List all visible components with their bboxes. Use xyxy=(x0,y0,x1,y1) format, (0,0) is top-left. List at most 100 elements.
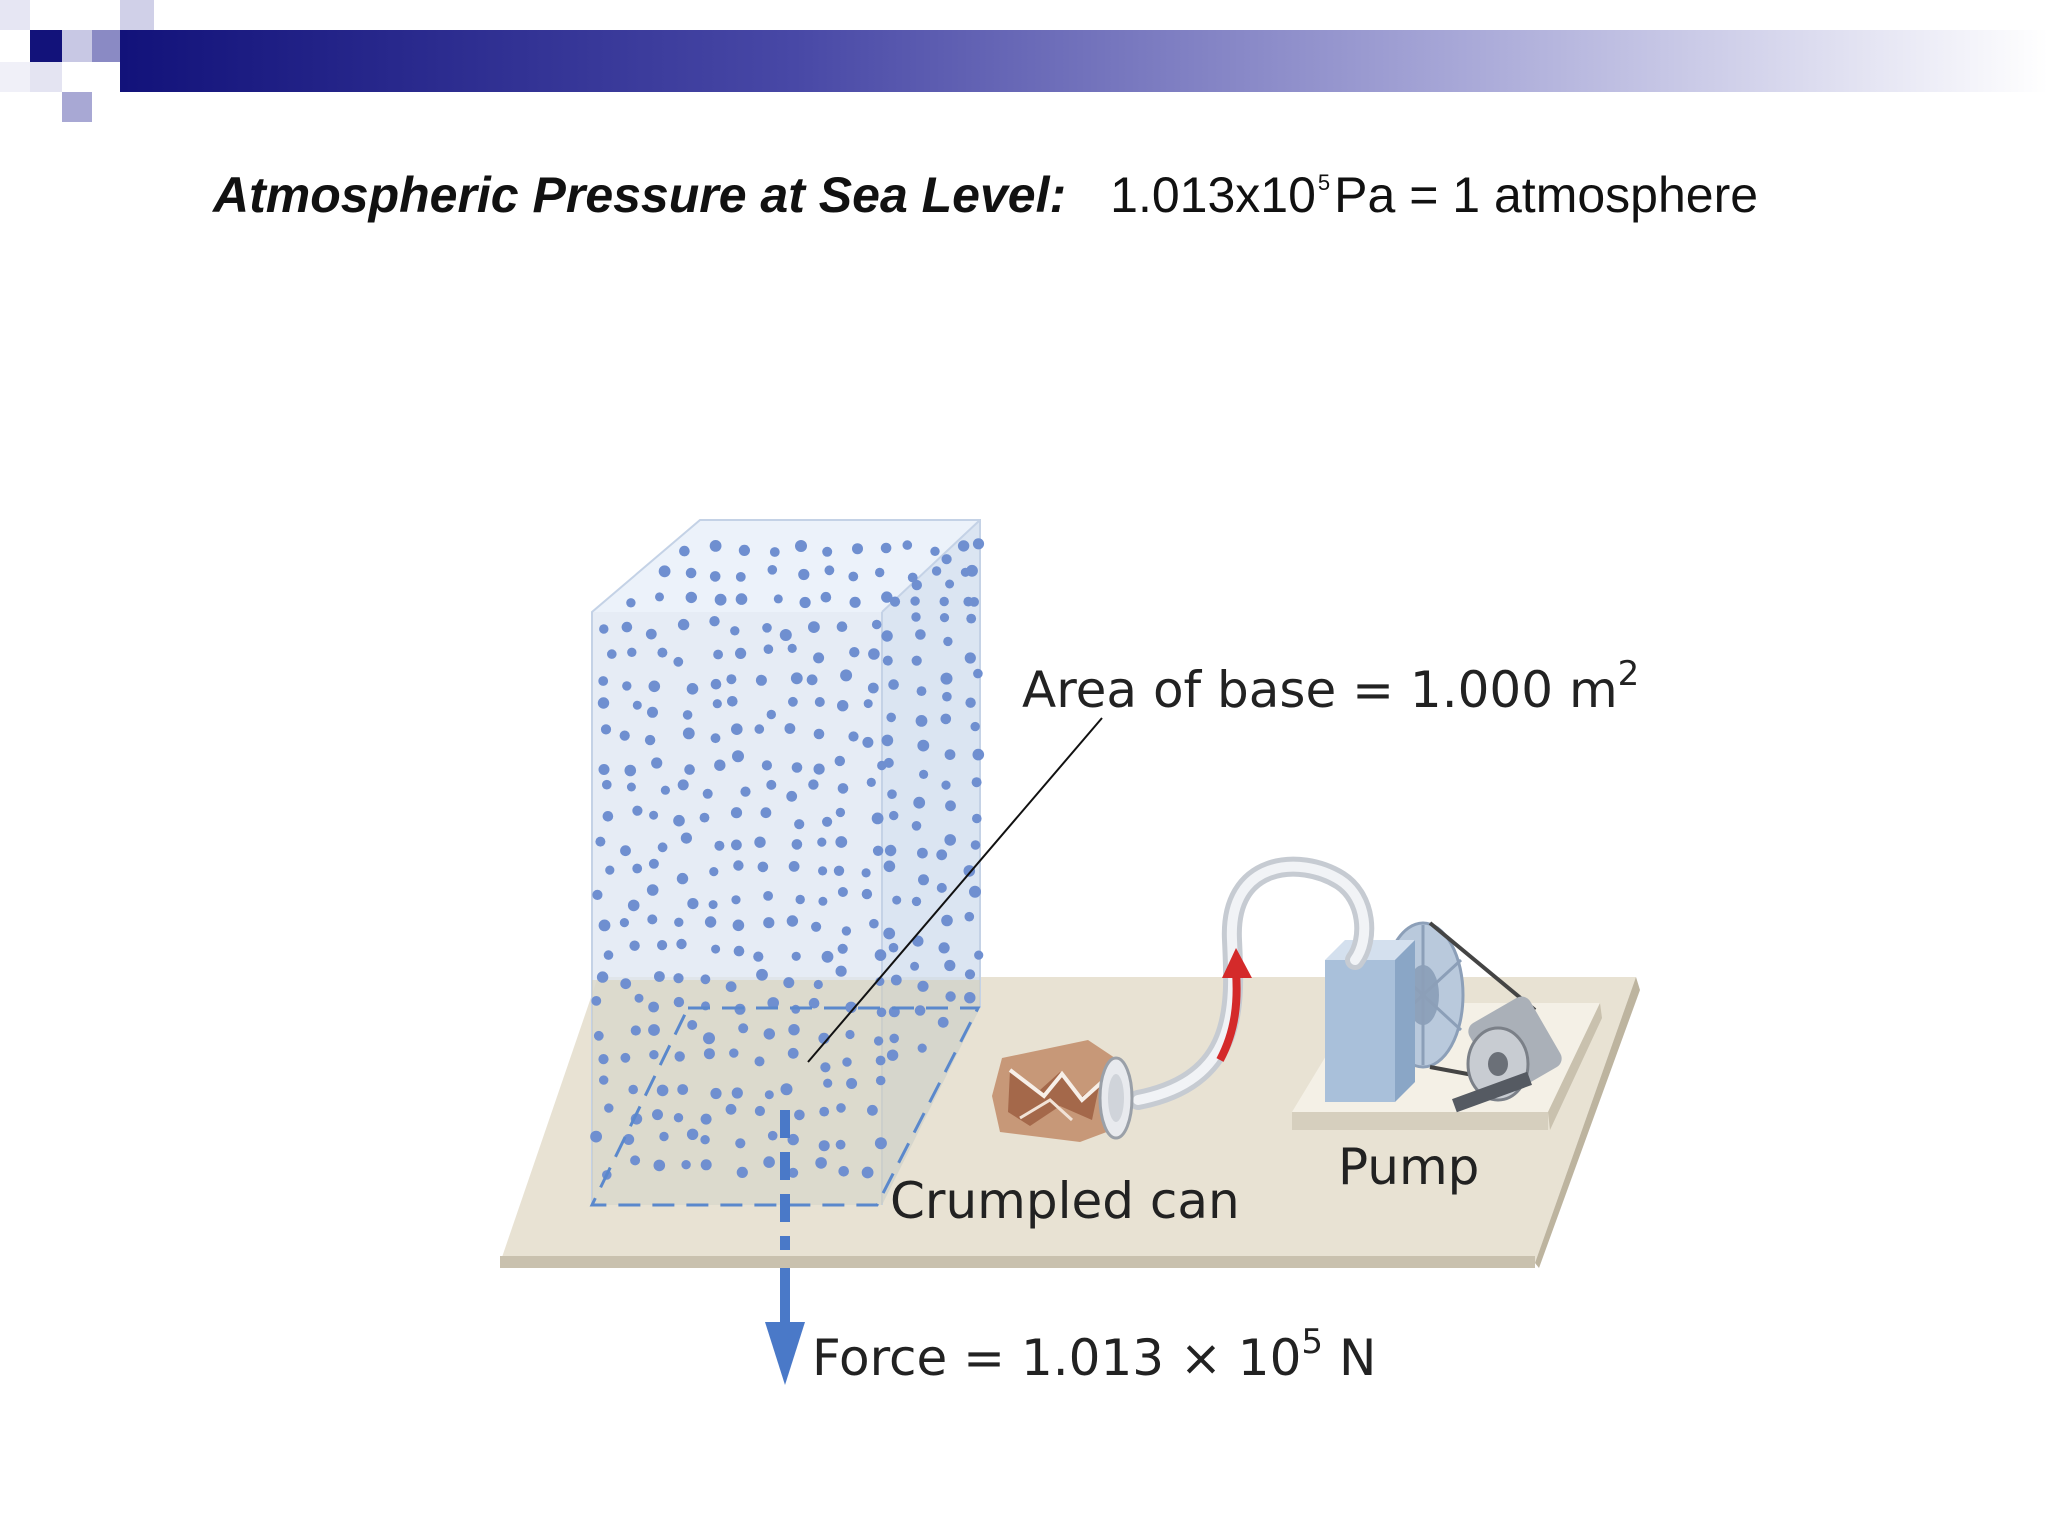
air-molecule-dot xyxy=(938,942,950,954)
air-molecule-dot xyxy=(911,655,922,666)
header-bar xyxy=(120,30,2048,92)
air-molecule-dot xyxy=(795,540,807,552)
air-molecule-dot xyxy=(846,1078,858,1089)
air-molecule-dot xyxy=(680,832,693,844)
air-molecule-dot xyxy=(599,1075,609,1085)
title-label: Atmospheric Pressure at Sea Level: xyxy=(213,167,1067,223)
air-molecule-dot xyxy=(852,543,863,555)
force-label-unit: N xyxy=(1339,1329,1376,1387)
air-molecule-dot xyxy=(645,628,657,640)
air-molecule-dot xyxy=(849,647,860,658)
air-molecule-dot xyxy=(700,1159,712,1171)
air-molecule-dot xyxy=(700,1135,710,1145)
air-molecule-dot xyxy=(838,1166,849,1177)
air-molecule-dot xyxy=(738,544,751,557)
air-molecule-dot xyxy=(791,839,803,850)
air-molecule-dot xyxy=(866,777,876,788)
air-molecule-dot xyxy=(944,834,956,846)
area-label: Area of base = 1.000 m2 xyxy=(1022,654,1639,719)
air-molecule-dot xyxy=(630,1025,641,1036)
air-molecule-dot xyxy=(714,593,727,606)
header-square xyxy=(30,30,62,62)
air-molecule-dot xyxy=(622,681,632,691)
air-molecule-dot xyxy=(964,911,975,922)
air-column-edges xyxy=(591,519,981,1205)
air-molecule-dot xyxy=(757,861,769,873)
air-molecule-dot xyxy=(916,686,927,696)
air-molecule-dot xyxy=(889,1033,899,1044)
air-molecule-dot xyxy=(709,540,722,552)
air-molecule-dot xyxy=(766,709,776,720)
air-molecule-dot xyxy=(712,699,722,709)
air-molecule-dot xyxy=(936,849,948,861)
air-molecule-dot xyxy=(970,840,981,850)
air-molecule-dot xyxy=(679,545,690,557)
air-molecule-dot xyxy=(684,764,695,775)
air-molecule-dot xyxy=(711,944,721,954)
air-molecule-dot xyxy=(773,594,783,604)
air-molecule-dot xyxy=(880,542,892,554)
air-molecule-dot xyxy=(656,1084,669,1097)
air-molecule-dot xyxy=(591,996,602,1006)
air-molecule-dot xyxy=(970,721,980,732)
air-molecule-dot xyxy=(806,674,818,686)
air-molecule-dot xyxy=(699,812,710,823)
air-molecule-dot xyxy=(763,644,774,654)
header-square xyxy=(30,62,62,92)
air-molecule-dot xyxy=(703,1048,715,1060)
air-molecule-dot xyxy=(714,840,725,851)
air-molecule-dot xyxy=(911,821,922,831)
air-molecule-dot xyxy=(911,579,922,591)
air-molecule-dot xyxy=(964,992,976,1004)
air-molecule-dot xyxy=(873,1036,884,1046)
air-molecule-dot xyxy=(731,723,743,735)
header-square xyxy=(62,92,92,122)
air-molecule-dot xyxy=(726,674,737,685)
air-molecule-dot xyxy=(786,790,798,802)
air-molecule-dot xyxy=(730,807,743,819)
air-molecule-dot xyxy=(883,757,894,768)
air-molecules xyxy=(590,538,985,1180)
air-molecule-dot xyxy=(647,706,658,718)
air-molecule-dot xyxy=(787,1047,799,1059)
air-molecule-dot xyxy=(590,1130,602,1143)
air-molecule-dot xyxy=(861,888,873,900)
air-molecule-dot xyxy=(673,1113,684,1123)
air-molecule-dot xyxy=(766,779,777,790)
air-molecule-dot xyxy=(602,779,612,790)
air-molecule-dot xyxy=(619,918,630,928)
air-molecule-dot xyxy=(763,917,775,929)
air-molecule-dot xyxy=(845,1001,857,1013)
air-column-top xyxy=(592,520,980,612)
air-molecule-dot xyxy=(917,847,928,859)
air-molecule-dot xyxy=(861,868,871,878)
air-molecule-dot xyxy=(702,788,713,799)
air-molecule-dot xyxy=(883,860,896,873)
air-molecule-dot xyxy=(881,591,893,603)
air-molecule-dot xyxy=(651,757,663,769)
air-molecule-dot xyxy=(836,621,848,632)
air-molecule-dot xyxy=(754,724,765,734)
force-arrow-head xyxy=(765,1322,805,1385)
area-label-exponent: 2 xyxy=(1618,654,1640,694)
table-side-edge xyxy=(1535,977,1640,1268)
air-molecule-dot xyxy=(969,885,981,898)
air-molecule-dot xyxy=(620,1052,631,1063)
can-label: Crumpled can xyxy=(890,1172,1240,1230)
header-square xyxy=(92,62,120,92)
air-molecule-dot xyxy=(660,785,671,795)
header-square xyxy=(30,0,60,30)
air-molecule-dot xyxy=(791,951,801,961)
air-molecule-dot xyxy=(727,696,738,707)
force-label-exponent: 5 xyxy=(1301,1322,1323,1362)
air-molecule-dot xyxy=(676,872,689,885)
title-value-rest: Pa = 1 atmosphere xyxy=(1334,167,1759,223)
air-molecule-dot xyxy=(700,974,711,985)
header-square xyxy=(62,30,92,62)
air-molecule-dot xyxy=(930,546,940,556)
air-molecule-dot xyxy=(735,593,748,605)
air-molecule-dot xyxy=(599,624,609,634)
air-molecule-dot xyxy=(602,811,614,822)
air-molecule-dot xyxy=(788,861,800,872)
